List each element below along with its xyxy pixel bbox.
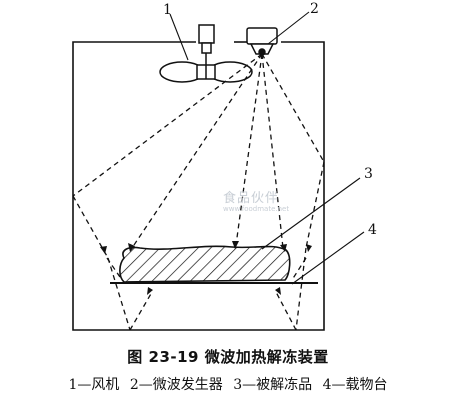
label-fan: 1 xyxy=(163,2,172,18)
label-product: 3 xyxy=(364,166,373,182)
watermark-line-2: www.foodmate.net xyxy=(223,205,290,213)
thawed-product xyxy=(119,245,291,283)
leader-lines xyxy=(169,11,365,285)
label-platform: 4 xyxy=(368,222,377,238)
figure-legend: 1—风机 2—微波发生器 3—被解冻品 4—载物台 xyxy=(68,377,388,393)
fan-assembly xyxy=(159,24,253,83)
microwave-generator xyxy=(246,27,278,56)
microwave-rays xyxy=(72,53,325,331)
chamber-outline xyxy=(72,41,325,331)
figure-title: 图 23-19 微波加热解冻装置 xyxy=(127,348,329,366)
watermark: 食品伙伴 www.foodmate.net xyxy=(223,187,289,213)
label-generator: 2 xyxy=(310,1,319,17)
watermark-line-1: 食品伙伴 xyxy=(223,191,280,206)
